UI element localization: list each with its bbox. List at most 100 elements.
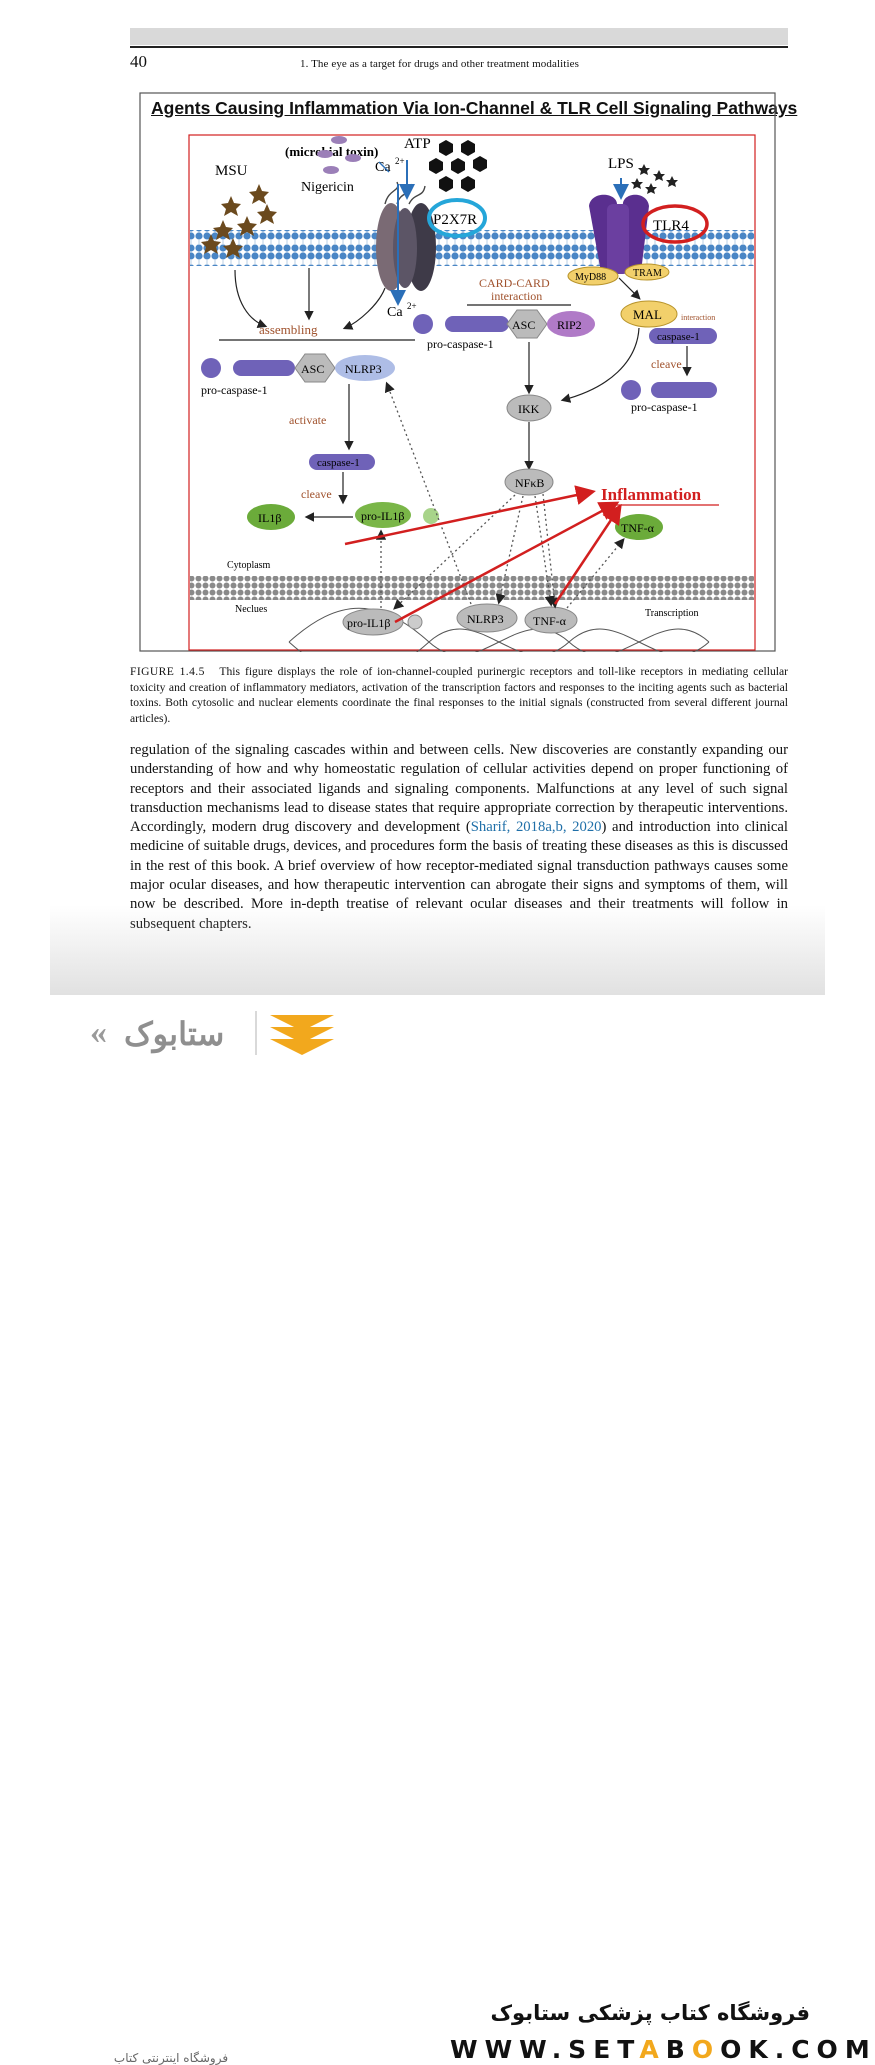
- inflammation-label: Inflammation: [601, 485, 702, 504]
- caption-text: This figure displays the role of ion-cha…: [130, 665, 788, 725]
- il1b-label: IL1β: [258, 511, 281, 525]
- page-number: 40: [130, 52, 147, 71]
- pro-il1b-label: pro-IL1β: [361, 509, 404, 523]
- body-paragraph: regulation of the signaling cascades wit…: [130, 741, 788, 934]
- body-text-1: regulation of the signaling cascades wit…: [130, 742, 788, 836]
- pro-il1b-node: [355, 502, 411, 528]
- p2x7r-channel: [376, 160, 436, 306]
- mal-to-ikk-arrow: [560, 327, 640, 403]
- ca-top-label: Ca: [375, 160, 391, 175]
- header-bar: [130, 28, 788, 45]
- nfkb-label: NFκB: [515, 476, 544, 490]
- procaspase-left-label: pro-caspase-1: [201, 383, 268, 397]
- nigericin-label: Nigericin: [301, 180, 354, 195]
- nucleus-label: Neclues: [235, 604, 267, 615]
- tlr4-label: TLR4: [653, 218, 689, 234]
- figure-inner-frame: [188, 134, 756, 651]
- caspase-left-node: [309, 454, 375, 470]
- watermark-banner: « ستابوک فروشگاه اینترنتی کتاب فروشگاه ک…: [0, 995, 875, 2065]
- asc-left-label: ASC: [301, 362, 324, 376]
- dotted-arrows: [375, 381, 625, 610]
- watermark-persian-text: فروشگاه کتاب پزشکی ستابوک: [490, 2001, 810, 2025]
- microbial-toxin-molecules: [317, 136, 361, 174]
- p2x7r-highlight-ring: [427, 198, 487, 238]
- p2x7r-label: P2X7R: [433, 212, 477, 228]
- tnf-cyto-label: TNF-α: [621, 521, 655, 535]
- nlrp3-nuc-label: NLRP3: [467, 612, 504, 626]
- cytoplasm-label: Cytoplasm: [227, 560, 271, 571]
- assembling-arrows: [234, 268, 386, 330]
- nfkb-node: [504, 468, 554, 496]
- figure-title: Agents Causing Inflammation Via Ion-Chan…: [151, 98, 798, 118]
- header-rule: [130, 46, 788, 48]
- tram-node: [624, 263, 670, 281]
- nlrp3-label: NLRP3: [345, 362, 382, 376]
- card-interaction-label: interaction: [491, 289, 542, 303]
- msu-label: MSU: [215, 163, 248, 179]
- ca-top-superscript: 2+: [395, 156, 405, 166]
- dna-helix: [288, 607, 710, 652]
- setabook-logo: « ستابوک: [90, 1011, 334, 1055]
- ikk-node: [506, 394, 552, 422]
- assembling-label: assembling: [259, 322, 318, 337]
- card-card-label: CARD-CARD: [479, 276, 550, 290]
- activate-label: activate: [289, 413, 326, 427]
- tnf-nuc-label: TNF-α: [533, 614, 567, 628]
- mal-interaction-label: interaction: [681, 313, 715, 322]
- figure-label: FIGURE 1.4.5: [130, 665, 205, 678]
- ca-bottom-label: Ca: [387, 305, 403, 320]
- lps-molecules: [631, 164, 678, 194]
- asc-mid-label: ASC: [512, 318, 535, 332]
- procaspase-mid-body: [445, 316, 509, 332]
- figure-outer-frame: [139, 92, 776, 652]
- msu-crystals: [201, 184, 277, 258]
- cleave-right-label: cleave: [651, 357, 682, 371]
- atp-label: ATP: [404, 136, 431, 152]
- procaspase-mid-head: [413, 314, 433, 334]
- caspase-right-label: caspase-1: [657, 331, 700, 343]
- procaspase-right-head: [621, 380, 641, 400]
- procaspase-left-body: [233, 360, 295, 376]
- procaspase-right-body: [651, 382, 717, 398]
- tram-label: TRAM: [633, 268, 662, 279]
- tlr4-highlight-ring: [641, 204, 709, 244]
- pro-il1b-nuc-tail: [407, 614, 423, 630]
- procaspase-right-label: pro-caspase-1: [631, 400, 698, 414]
- svg-text:«: «: [90, 1014, 107, 1051]
- pro-il1b-nuc-label: pro-IL1β: [347, 616, 390, 630]
- cleave-left-label: cleave: [301, 487, 332, 501]
- procaspase-mid-label: pro-caspase-1: [427, 337, 494, 351]
- mal-node: [620, 300, 678, 328]
- cell-membrane: [190, 230, 754, 266]
- caspase-left-label: caspase-1: [317, 457, 360, 469]
- citation-link[interactable]: Sharif, 2018a,b, 2020: [470, 819, 602, 836]
- figure-caption: FIGURE 1.4.5 This figure displays the ro…: [130, 664, 788, 726]
- microbial-toxin-label: (microbial toxin): [285, 144, 378, 159]
- watermark-url[interactable]: WWW.SETABOOK.COM: [450, 2035, 875, 2064]
- myd88-label: MyD88: [575, 272, 606, 283]
- nlrp3-nuc-node: [456, 603, 518, 633]
- myd88-node: [567, 266, 619, 286]
- rip2-label: RIP2: [557, 318, 582, 332]
- lps-label: LPS: [608, 156, 634, 172]
- mal-label: MAL: [633, 307, 662, 322]
- rip2-node: [547, 311, 595, 337]
- tnf-cyto-node: [615, 514, 663, 540]
- tlr4-receptor: [589, 178, 649, 274]
- logo-subtitle: فروشگاه اینترنتی کتاب: [113, 2051, 229, 2065]
- running-head: 1. The eye as a target for drugs and oth…: [300, 58, 579, 70]
- ca-bottom-superscript: 2+: [407, 301, 417, 311]
- myd88-to-mal-arrow: [618, 277, 641, 300]
- figure-diagram: (microbial toxin) ATP Ca 2+ MSU Nigerici…: [139, 92, 776, 652]
- il1b-node: [247, 504, 295, 530]
- logo-word: ستابوک: [124, 1016, 224, 1054]
- transcription-label: Transcription: [645, 608, 699, 619]
- caspase-right-node: [649, 328, 717, 344]
- inflammation-arrows: [344, 485, 622, 624]
- atp-molecules: [429, 140, 487, 192]
- pro-il1b-nuc-node: [342, 608, 404, 636]
- procaspase-left-head: [201, 358, 221, 378]
- page-fade: [50, 905, 825, 995]
- ikk-label: IKK: [518, 402, 540, 416]
- nlrp3-node: [335, 355, 395, 381]
